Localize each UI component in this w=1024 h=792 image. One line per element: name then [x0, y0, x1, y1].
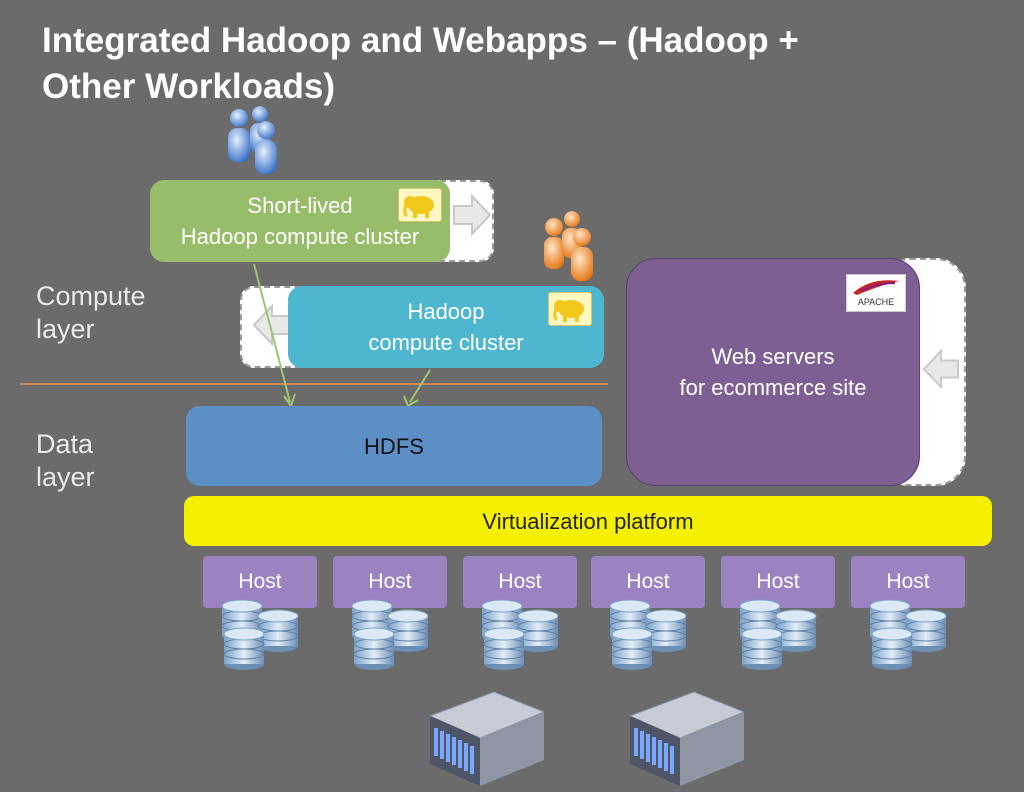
web-servers-label: Web servers for ecommerce site: [679, 344, 867, 400]
hadoop-elephant-icon: [548, 292, 592, 326]
page-title: Integrated Hadoop and Webapps – (Hadoop …: [42, 21, 799, 106]
server-icon: [428, 691, 546, 786]
hadoop-elephant-icon: [398, 188, 442, 222]
host-box: Host: [591, 556, 705, 608]
connector-arrows: [253, 263, 431, 409]
short-lived-cluster-label: Short-lived Hadoop compute cluster: [180, 193, 420, 249]
apache-feather-icon: APACHE: [846, 274, 906, 312]
database-stack-icon: [739, 599, 817, 671]
virtualization-label: Virtualization platform: [482, 508, 694, 534]
apache-logo-text: APACHE: [857, 297, 895, 307]
users-blue-icon: [228, 106, 277, 174]
data-layer-label: Data layer: [36, 429, 95, 492]
arrow-left-icon: [922, 348, 960, 390]
database-stack-icon: [481, 599, 559, 671]
host-box: Host: [203, 556, 317, 608]
hadoop-cluster-label: Hadoop compute cluster: [368, 299, 524, 355]
virtualization-platform: Virtualization platform: [184, 496, 992, 546]
database-stack-icon: [869, 599, 947, 671]
arrow-right-icon: [453, 194, 492, 236]
server-icon: [628, 691, 746, 786]
hdfs-label: HDFS: [364, 433, 424, 459]
host-box: Host: [851, 556, 965, 608]
arrow-left-icon: [252, 304, 291, 346]
layer-divider: [20, 383, 608, 385]
hdfs-box: HDFS: [186, 406, 602, 486]
compute-layer-label: Compute layer: [36, 281, 146, 344]
database-stack-icon: [221, 599, 299, 671]
host-box: Host: [721, 556, 835, 608]
users-orange-icon: [544, 211, 593, 281]
database-stack-icon: [351, 599, 429, 671]
host-box: Host: [333, 556, 447, 608]
database-stack-icon: [609, 599, 687, 671]
host-box: Host: [463, 556, 577, 608]
